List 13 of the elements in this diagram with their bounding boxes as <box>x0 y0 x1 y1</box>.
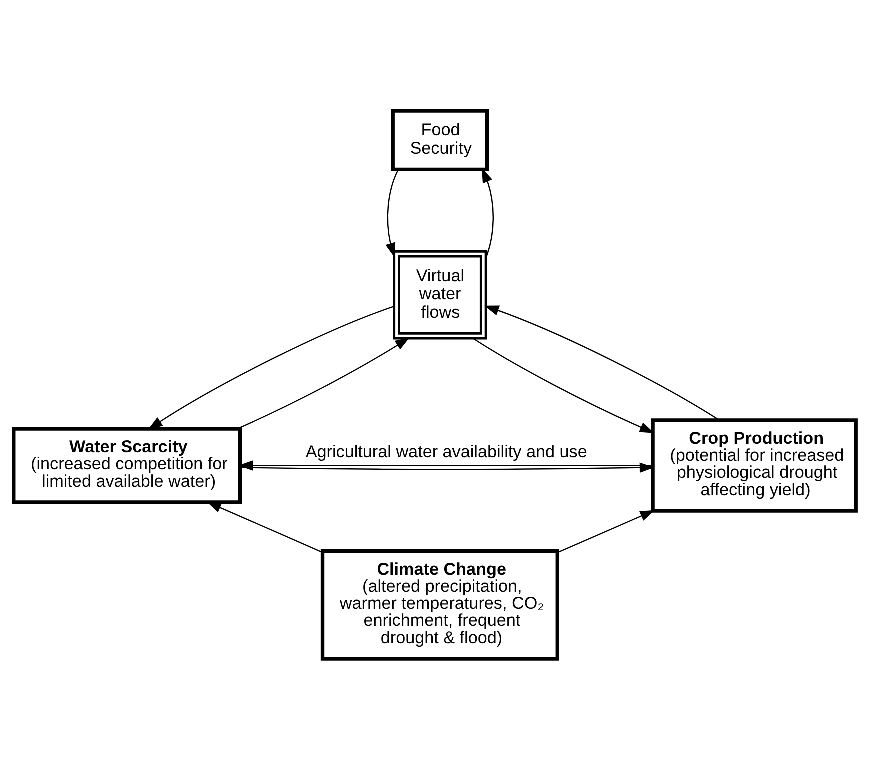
node-box: Climate Change (altered precipitation, warmer temperatures, CO₂ enrichment, frequent drought & flood) <box>320 549 559 660</box>
arrow <box>557 510 655 553</box>
arrow <box>206 501 322 553</box>
arrow <box>385 169 399 258</box>
edge-label: Agricultural water availability and use <box>305 442 587 461</box>
arrow <box>484 305 720 420</box>
node-box: Crop Production (potential for increased physiological drought affecting yield) <box>650 418 858 512</box>
arrow <box>472 338 654 433</box>
arrow <box>148 306 394 430</box>
node-box: Water Scarcity (increased competition for limited available water) <box>12 426 242 504</box>
arrow <box>236 337 410 429</box>
node-box: Food Security <box>390 108 489 172</box>
node-box: Virtual water flows <box>392 250 487 340</box>
